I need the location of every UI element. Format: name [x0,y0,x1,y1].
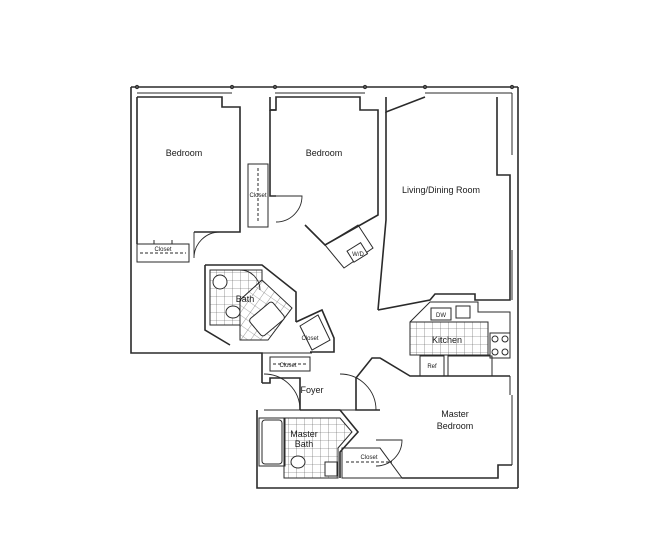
dishwasher-label: DW [436,313,446,319]
refrigerator-label: Ref [427,364,437,370]
bedroom-1-label: Bedroom [166,148,203,158]
closet-bedroom-2: Closet [247,163,269,228]
bedroom-1: Bedroom Closet [136,96,241,263]
closet-bath-label: Closet [301,336,318,342]
foyer-label: Foyer [300,385,323,395]
closet-bedroom-1-label: Closet [154,247,171,253]
cooktop [489,332,511,359]
master-bedroom-label-line2: Bedroom [437,421,474,431]
closet-bedroom-2-label: Closet [249,193,266,199]
living-dining-room: Living/Dining Room [377,96,511,311]
exterior-walls [130,84,519,489]
master-bath: Master Bath [258,409,360,479]
bedroom-2-label: Bedroom [306,148,343,158]
master-bath-label-line2: Bath [295,439,314,449]
master-bedroom: Master Bedroom [339,357,512,479]
washer-dryer-label: W/D [352,252,364,258]
bedroom-2: Bedroom [269,96,379,246]
kitchen: DW Kitchen Ref [409,301,511,377]
closet-foyer-label: Closet [279,363,296,369]
closet-master: Closet [341,447,403,479]
bath-label: Bath [236,294,255,304]
living-dining-label: Living/Dining Room [402,185,480,195]
kitchen-label: Kitchen [432,335,462,345]
master-bath-label-line1: Master [290,429,318,439]
washer-dryer: W/D [324,224,374,269]
closet-bath: Closet [295,308,335,353]
closet-foyer: Closet [262,352,312,372]
closet-master-label: Closet [360,455,377,461]
foyer: Foyer [262,373,324,411]
bath: Bath [204,264,297,346]
master-bedroom-label-line1: Master [441,409,469,419]
